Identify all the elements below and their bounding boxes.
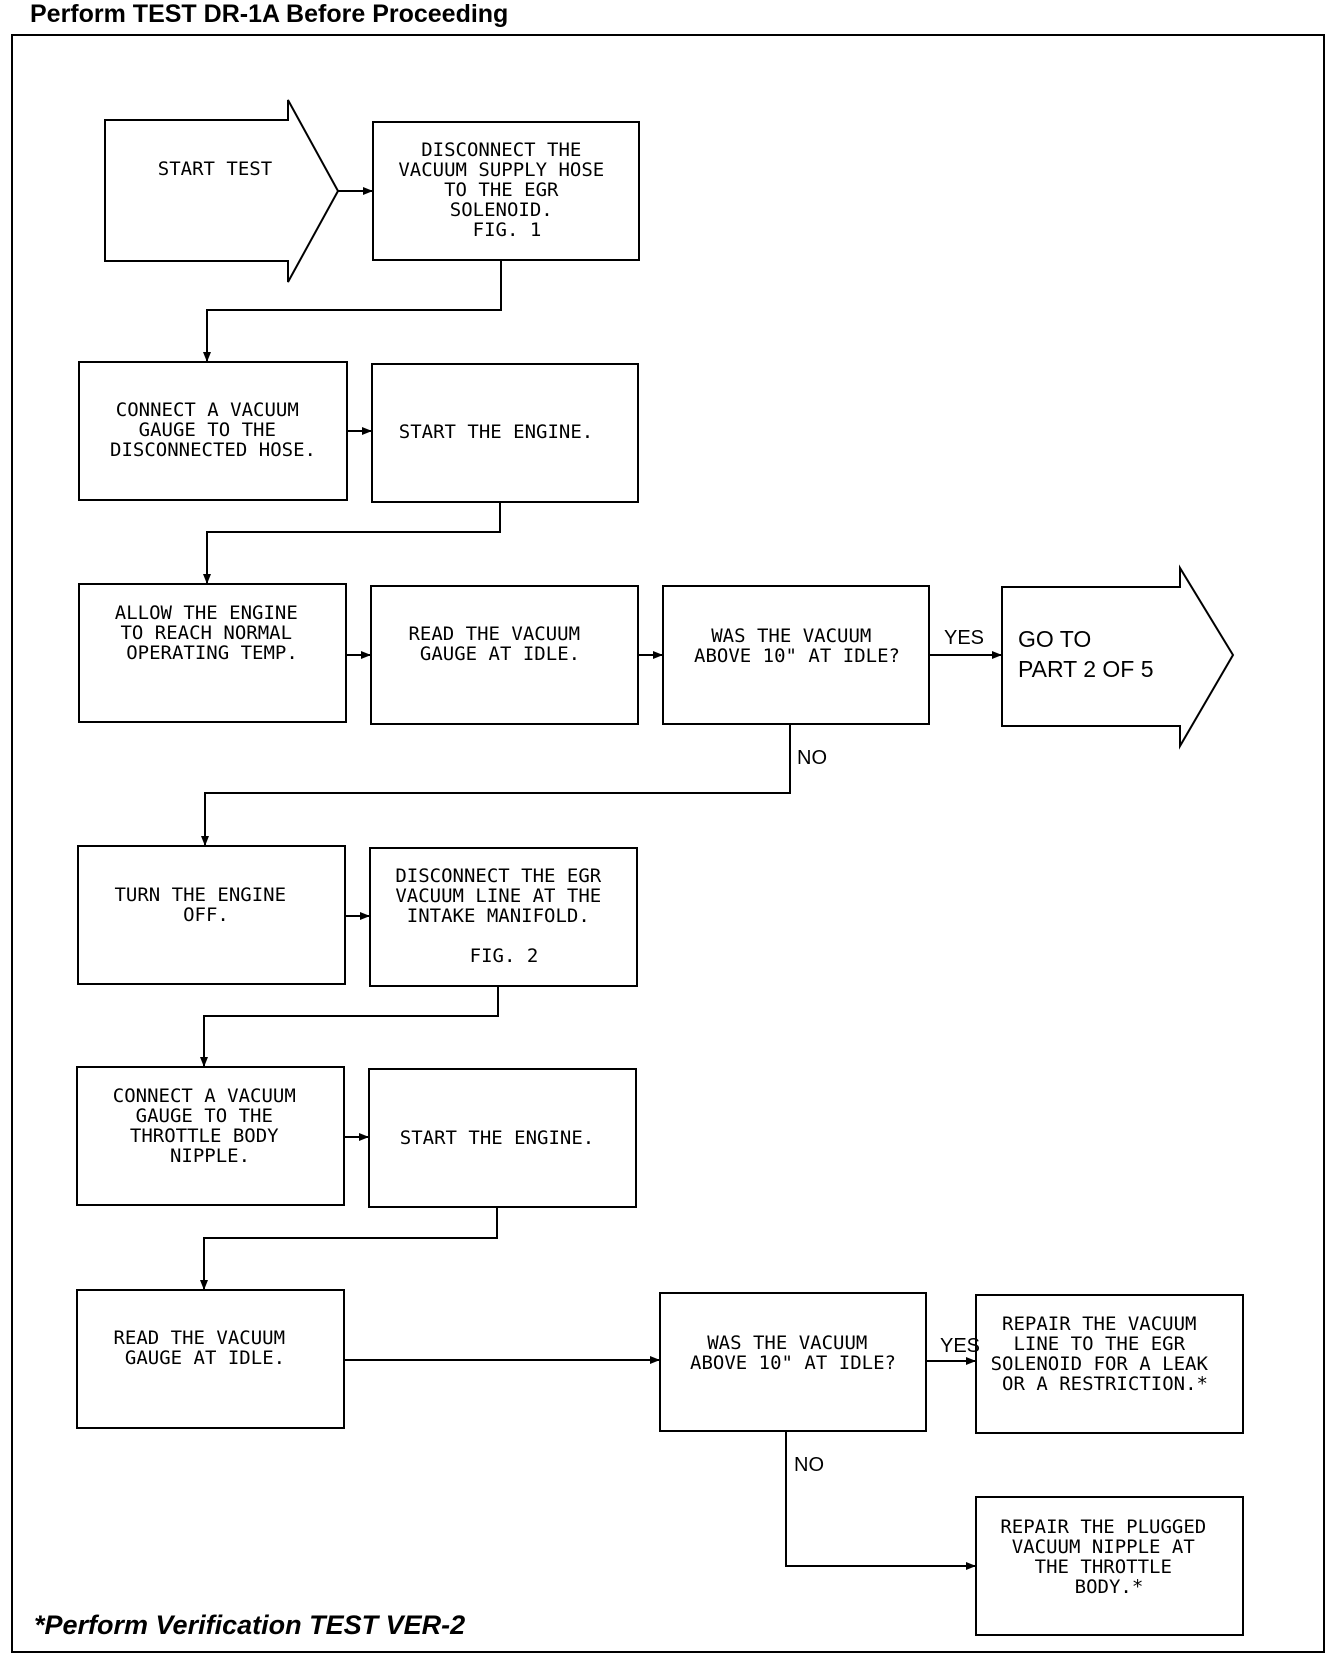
edge-label-no-1: NO: [797, 747, 827, 769]
goto-part2-text: GO TO PART 2 OF 5: [1018, 626, 1154, 682]
step-repair-plugged-nipple: [975, 1496, 1244, 1636]
turn-engine-off-text: TURN THE ENGINE OFF.: [114, 884, 297, 926]
allow-engine-warm-text: ALLOW THE ENGINE TO REACH NORMAL OPERATI…: [115, 602, 309, 664]
connector-start-to-allow: [203, 502, 501, 584]
start-engine-2-text: START THE ENGINE.: [400, 1127, 594, 1149]
disconnect-supply-hose-text: DISCONNECT THE VACUUM SUPPLY HOSE TO THE…: [398, 139, 615, 241]
read-gauge-2-text: READ THE VACUUM GAUGE AT IDLE.: [113, 1327, 296, 1369]
goto-part2-arrow: [1001, 564, 1235, 750]
repair-plugged-nipple-text: REPAIR THE PLUGGED VACUUM NIPPLE AT THE …: [1000, 1516, 1217, 1598]
step-connect-gauge-hose: [78, 361, 348, 501]
step-repair-vacuum-line: [975, 1294, 1244, 1434]
step-connect-gauge-nipple: [76, 1066, 345, 1206]
decision-vacuum-1-text: WAS THE VACUUM ABOVE 10" AT IDLE?: [694, 625, 900, 667]
connector-disconnect-to-connect: [203, 260, 502, 362]
step-disconnect-egr-line: [369, 847, 638, 987]
step-start-engine-2: [368, 1068, 637, 1208]
diagram-frame: [11, 34, 1325, 1653]
start-test-label: START TEST: [158, 158, 272, 180]
step-disconnect-supply-hose: [372, 121, 640, 261]
step-read-gauge-1: [370, 585, 639, 725]
start-test-arrow: [104, 99, 340, 283]
step-read-gauge-2: [76, 1289, 345, 1429]
step-start-engine-1: [371, 363, 639, 503]
disconnect-egr-line-text: DISCONNECT THE EGR VACUUM LINE AT THE IN…: [395, 865, 612, 967]
start-engine-1-text: START THE ENGINE.: [399, 421, 593, 443]
connector-decision-2-no: [785, 1431, 976, 1570]
decision-vacuum-1: [662, 585, 930, 725]
repair-vacuum-line-text: REPAIR THE VACUUM LINE TO THE EGR SOLENO…: [991, 1313, 1220, 1395]
step-allow-engine-warm: [78, 583, 347, 723]
connect-gauge-hose-text: CONNECT A VACUUM GAUGE TO THE DISCONNECT…: [110, 399, 316, 461]
edge-label-yes-1: YES: [944, 627, 984, 649]
connector-decision-no: [201, 724, 791, 846]
edge-label-yes-2: YES: [940, 1335, 980, 1357]
decision-vacuum-2: [659, 1292, 927, 1432]
decision-vacuum-2-text: WAS THE VACUUM ABOVE 10" AT IDLE?: [690, 1332, 896, 1374]
page-title: Perform TEST DR-1A Before Proceeding: [30, 0, 509, 28]
connect-gauge-nipple-text: CONNECT A VACUUM GAUGE TO THE THROTTLE B…: [113, 1085, 307, 1167]
footer-note: *Perform Verification TEST VER-2: [34, 1610, 466, 1640]
read-gauge-1-text: READ THE VACUUM GAUGE AT IDLE.: [408, 623, 591, 665]
edge-label-no-2: NO: [794, 1454, 824, 1476]
connector-start-to-read-2: [200, 1207, 498, 1290]
connector-disconnect-to-connect-2: [200, 986, 499, 1067]
